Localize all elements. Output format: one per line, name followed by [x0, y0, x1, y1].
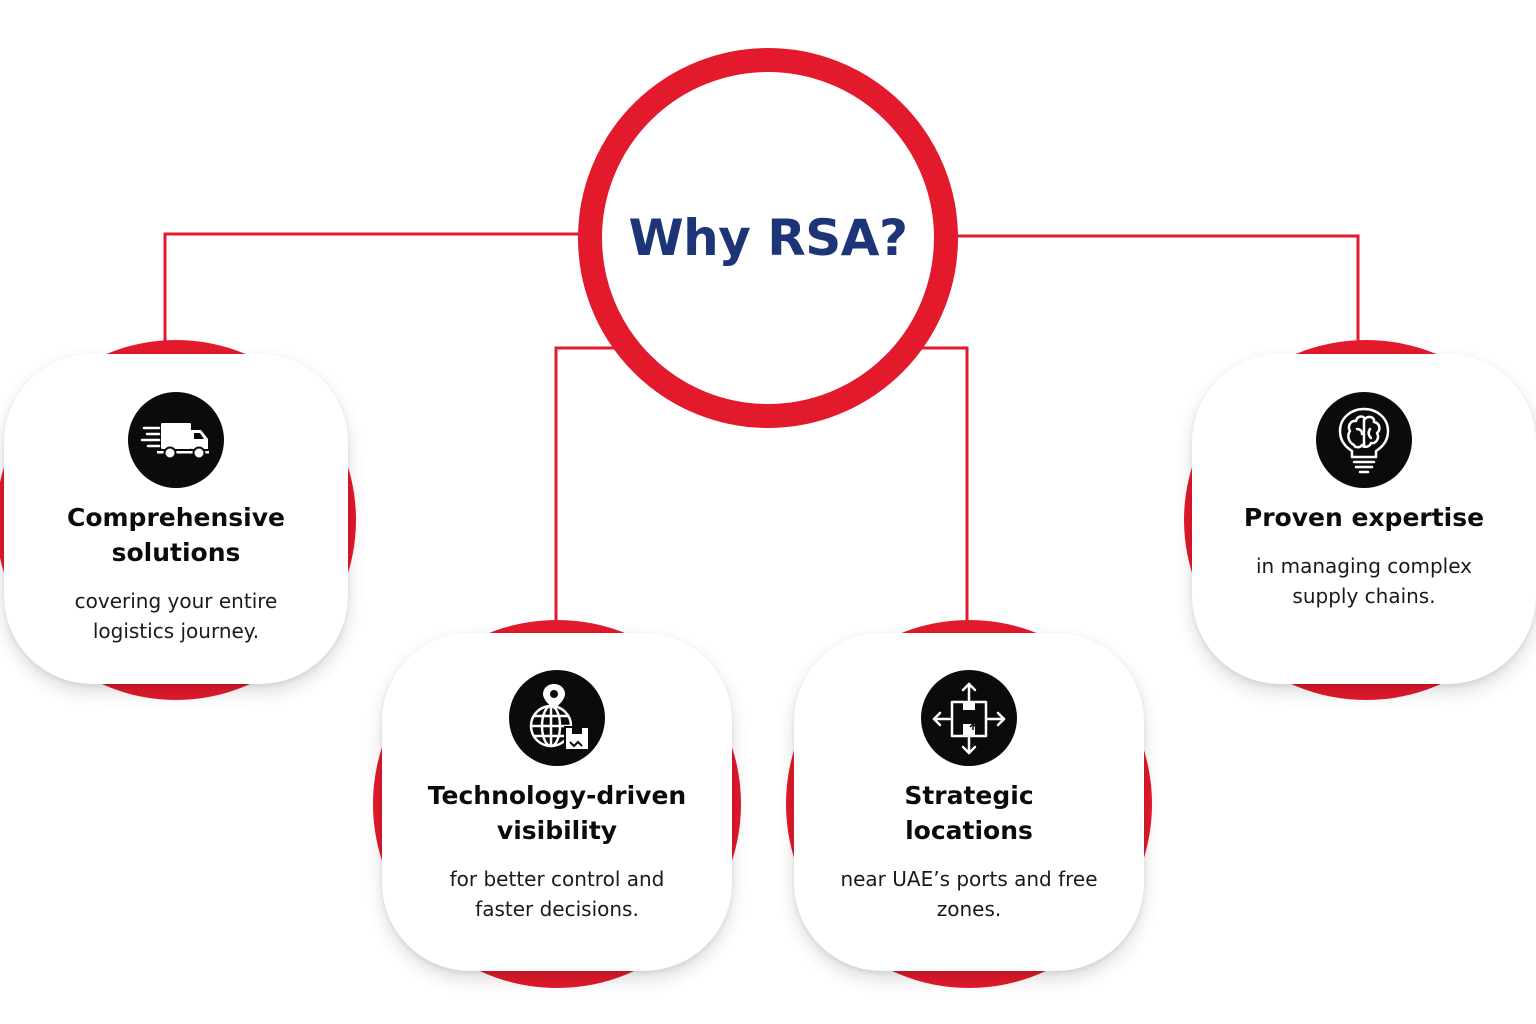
card-comprehensive-solutions: Comprehensive solutions covering your en… [4, 354, 348, 684]
card-description-line: zones. [936, 897, 1002, 921]
card-title: Strategic locations [904, 778, 1033, 848]
card-title-line: Comprehensive [66, 503, 285, 532]
card-proven-expertise: Proven expertise in managing complex sup… [1192, 354, 1536, 684]
connector-to-technology [554, 346, 620, 622]
card-title-line: visibility [496, 816, 618, 845]
card-title-line: Technology-driven [427, 781, 687, 810]
card-description: covering your entire logistics journey. [75, 586, 278, 646]
card-strategic-locations: Strategic locations near UAE’s ports and… [794, 633, 1144, 971]
card-description-line: for better control and [449, 867, 665, 891]
card-description-line: near UAE’s ports and free [840, 867, 1098, 891]
connector-to-comprehensive [163, 232, 582, 345]
card-description-line: faster decisions. [475, 897, 639, 921]
card-description: near UAE’s ports and free zones. [840, 864, 1097, 924]
card-description: for better control and faster decisions. [450, 864, 665, 924]
card-technology-driven-visibility: Technology-driven visibility for better … [382, 633, 732, 971]
card-description-line: supply chains. [1292, 584, 1436, 608]
card-title: Technology-driven visibility [428, 778, 686, 848]
card-title-line: Proven expertise [1243, 503, 1485, 532]
hub-title: Why RSA? [628, 209, 908, 267]
hub-circle: Why RSA? [578, 48, 958, 428]
card-description-line: covering your entire [74, 589, 278, 613]
connector-to-strategic [916, 346, 969, 622]
card-title-line: Strategic [904, 781, 1034, 810]
card-title: Proven expertise [1244, 500, 1484, 535]
card-title: Comprehensive solutions [67, 500, 285, 570]
card-description: in managing complex supply chains. [1256, 551, 1472, 611]
card-description-line: in managing complex [1256, 554, 1472, 578]
lightbulb-brain-icon [1316, 392, 1412, 488]
card-title-line: locations [905, 816, 1033, 845]
card-title-line: solutions [111, 538, 241, 567]
package-distribution-arrows-icon [921, 670, 1017, 766]
card-description-line: logistics journey. [92, 619, 260, 643]
globe-location-box-icon [509, 670, 605, 766]
delivery-truck-icon [128, 392, 224, 488]
connector-to-proven-expertise [955, 234, 1360, 345]
